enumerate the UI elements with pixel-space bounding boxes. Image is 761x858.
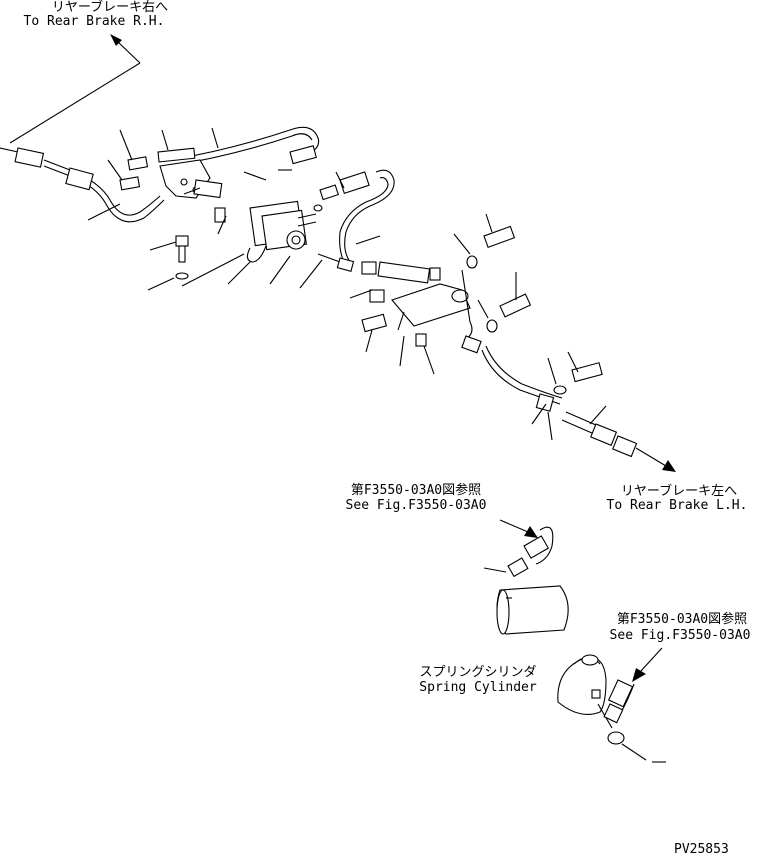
upper-brake-tube	[169, 126, 320, 167]
ref-fig-1-label-en: See Fig.F3550-03A0	[345, 498, 487, 513]
lower-cylinder-fitting	[603, 679, 666, 763]
ref-fig-2-label-en: See Fig.F3550-03A0	[609, 628, 751, 643]
drawing-number: PV25853	[674, 842, 729, 857]
ref-fig-1-label-jp: 第F3550-03A0図参照	[350, 483, 482, 498]
upper-cylinder-body	[496, 585, 569, 635]
relay-valve-assembly	[246, 200, 323, 263]
ref-arrow-2	[632, 647, 663, 682]
rh-brake-tube	[0, 147, 165, 223]
rear-brake-lh-label-en: To Rear Brake L.H.	[606, 498, 748, 513]
leader-lines	[107, 127, 607, 441]
bolt-washer	[175, 235, 189, 280]
ref-fig-2-label-jp: 第F3550-03A0図参照	[616, 612, 748, 627]
ref-arrow-1	[499, 519, 538, 538]
lh-brake-tube	[481, 345, 676, 472]
valve-bracket	[119, 147, 226, 223]
upper-cylinder-fitting	[483, 526, 554, 578]
rear-brake-rh-label-jp: リヤーブレーキ右へ	[51, 0, 169, 15]
rear-brake-lh-label-jp: リヤーブレーキ左へ	[620, 484, 738, 499]
spring-cylinder	[557, 654, 625, 745]
right-bolts	[461, 225, 532, 354]
tee-fitting-cluster	[361, 261, 471, 347]
spring-cylinder-label-en: Spring Cylinder	[419, 680, 537, 695]
rear-brake-rh-label-en: To Rear Brake R.H.	[23, 14, 165, 29]
spring-cylinder-label-jp: スプリングシリンダ	[419, 665, 537, 680]
rear-brake-rh-arrow	[9, 34, 141, 144]
center-brake-tube	[317, 169, 395, 272]
